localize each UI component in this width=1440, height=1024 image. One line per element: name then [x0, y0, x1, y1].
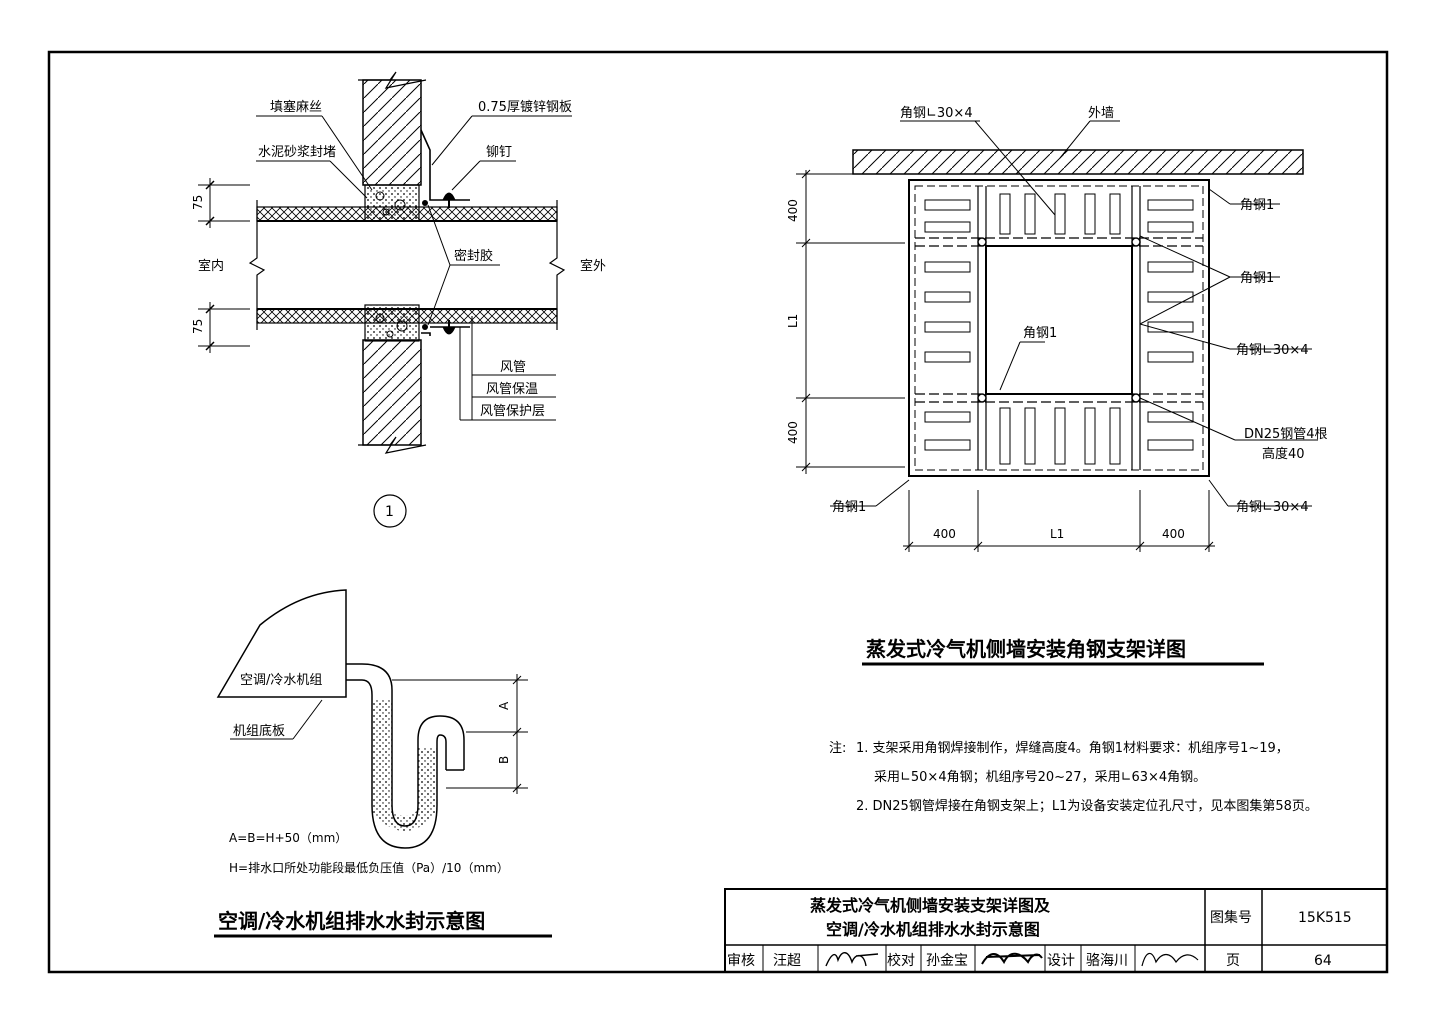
- trap-dim-a: A: [497, 701, 511, 710]
- label-duct: 风管: [500, 360, 526, 375]
- dim-bot-mid: L1: [1050, 527, 1064, 541]
- unit-body: [216, 589, 347, 698]
- angle-frame-detail: 角钢∟30×4 外墙 角钢1 角钢1 角钢1 角钢∟30×4 DN25钢管4根 …: [786, 106, 1328, 666]
- dim-left-top: 400: [786, 199, 800, 222]
- tb-checker: 孙金宝: [926, 953, 968, 969]
- outer-wall: [852, 149, 1304, 175]
- trap-title: 空调/冷水机组排水水封示意图: [218, 909, 485, 933]
- dim-75-top: 75: [191, 195, 205, 210]
- frame-title: 蒸发式冷气机侧墙安装角钢支架详图: [866, 637, 1186, 661]
- wall-upper: [362, 79, 422, 186]
- detail-marker-number: 1: [385, 504, 394, 520]
- label-pipe-line1: DN25钢管4根: [1244, 427, 1328, 442]
- wall-lower: [362, 339, 422, 446]
- label-angle1-c: 角钢1: [1023, 326, 1057, 341]
- tb-check-label: 校对: [887, 952, 915, 969]
- tb-title-1: 蒸发式冷气机侧墙安装支架详图及: [810, 896, 1051, 915]
- trap-water: [372, 700, 437, 831]
- tb-designer: 骆海川: [1086, 953, 1128, 969]
- pipe-br: [1131, 393, 1141, 403]
- pipe-tl: [977, 237, 987, 247]
- label-angle-bottom-right: 角钢∟30×4: [1236, 500, 1309, 515]
- label-steel-plate: 0.75厚镀锌钢板: [478, 99, 572, 115]
- note-1a: 1. 支架采用角钢焊接制作，焊缝高度4。角钢1材料要求：机组序号1~19，: [856, 740, 1289, 756]
- duct-insulation-bottom: [256, 308, 558, 324]
- label-mortar: 水泥砂浆封堵: [258, 145, 336, 160]
- trap-formula-1: A=B=H+50（mm）: [229, 831, 347, 845]
- label-outdoor: 室外: [580, 258, 606, 274]
- tb-designer-signature: [1141, 952, 1199, 967]
- detail-1-wall-penetration: 填塞麻丝 水泥砂浆封堵 0.75厚镀锌钢板 铆钉 密封胶 室内 室外 风管 风管…: [191, 71, 606, 528]
- pipe-tr: [1131, 237, 1141, 247]
- tb-reviewer: 汪超: [773, 953, 801, 969]
- duct-insulation-top: [256, 206, 558, 222]
- trap-unit-label: 空调/冷水机组: [240, 673, 322, 688]
- label-rivet: 铆钉: [486, 145, 512, 160]
- title-block: 蒸发式冷气机侧墙安装支架详图及 空调/冷水机组排水水封示意图 图集号 15K51…: [724, 888, 1388, 973]
- dim-bot-right: 400: [1162, 527, 1185, 541]
- label-insulation: 风管保温: [486, 382, 538, 397]
- label-protect: 风管保护层: [480, 404, 545, 419]
- dim-75-bottom: 75: [191, 319, 205, 334]
- label-pipe-line2: 高度40: [1262, 446, 1305, 462]
- notes-prefix: 注:: [829, 741, 846, 756]
- tb-page-label: 页: [1226, 953, 1240, 969]
- label-angle-mid-right: 角钢∟30×4: [1236, 343, 1309, 358]
- label-angle-top: 角钢∟30×4: [900, 106, 973, 121]
- tb-design-label: 设计: [1047, 953, 1075, 969]
- note-1b: 采用∟50×4角钢；机组序号20~27，采用∟63×4角钢。: [874, 770, 1206, 785]
- sheet-border: [47, 50, 1389, 974]
- dim-left-bottom: 400: [786, 421, 800, 444]
- tb-review-label: 审核: [727, 953, 755, 969]
- trap-dim-b: B: [497, 756, 511, 764]
- trap-base-label: 机组底板: [233, 723, 285, 739]
- tb-title-2: 空调/冷水机组排水水封示意图: [826, 920, 1040, 939]
- label-angle1-b: 角钢1: [1240, 271, 1274, 286]
- tb-reviewer-signature: [825, 952, 879, 967]
- dim-bot-left: 400: [933, 527, 956, 541]
- label-angle1-bl: 角钢1: [832, 500, 866, 515]
- pipe-bl: [977, 393, 987, 403]
- label-indoor: 室内: [198, 258, 224, 274]
- note-2: 2. DN25钢管焊接在角钢支架上；L1为设备安装定位孔尺寸，见本图集第58页。: [856, 798, 1318, 814]
- tb-checker-signature: [981, 952, 1043, 965]
- trap-formula-2: H=排水口所处功能段最低负压值（Pa）/10（mm）: [229, 860, 509, 875]
- tb-page-no: 64: [1314, 953, 1332, 969]
- tb-atlas-no: 15K515: [1298, 910, 1352, 926]
- tb-atlas-label: 图集号: [1210, 909, 1252, 926]
- dim-left-mid: L1: [786, 314, 800, 328]
- label-sealant: 密封胶: [454, 248, 493, 264]
- label-packing: 填塞麻丝: [270, 99, 322, 115]
- detail-marker-circle: [373, 494, 407, 528]
- drain-trap-detail: 空调/冷水机组 机组底板 A B A=B=H+50（mm） H=排水口所处功能段…: [214, 589, 552, 938]
- label-angle1-a: 角钢1: [1240, 198, 1274, 213]
- frame-outer: [908, 179, 1210, 477]
- notes: 注: 1. 支架采用角钢焊接制作，焊缝高度4。角钢1材料要求：机组序号1~19，…: [829, 740, 1318, 814]
- label-outer-wall: 外墙: [1088, 106, 1114, 121]
